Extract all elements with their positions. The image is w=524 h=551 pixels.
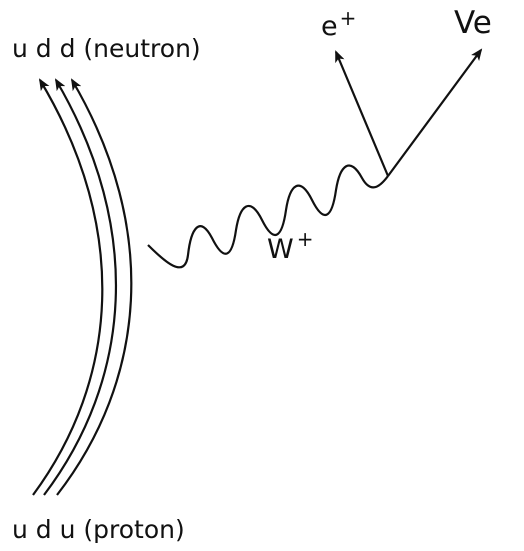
positron-symbol: e: [321, 11, 338, 42]
w-boson-symbol: W: [267, 234, 294, 265]
quark-line-1: [32, 78, 104, 496]
w-boson-charge: +: [297, 227, 314, 251]
neutron-label: u d d (neutron): [12, 34, 201, 63]
positron-line: [334, 50, 390, 177]
proton-label: u d u (proton): [12, 515, 185, 544]
neutrino-line: [387, 48, 483, 177]
positron-label: e+: [321, 6, 356, 42]
positron-charge: +: [340, 6, 357, 30]
quark-line-2: [43, 78, 118, 496]
neutrino-label: Ve: [454, 5, 492, 41]
quark-line-3: [56, 78, 133, 496]
w-boson-label: W+: [267, 227, 313, 265]
quark-lines: [32, 78, 133, 496]
w-boson-wavy-line: [147, 164, 389, 269]
